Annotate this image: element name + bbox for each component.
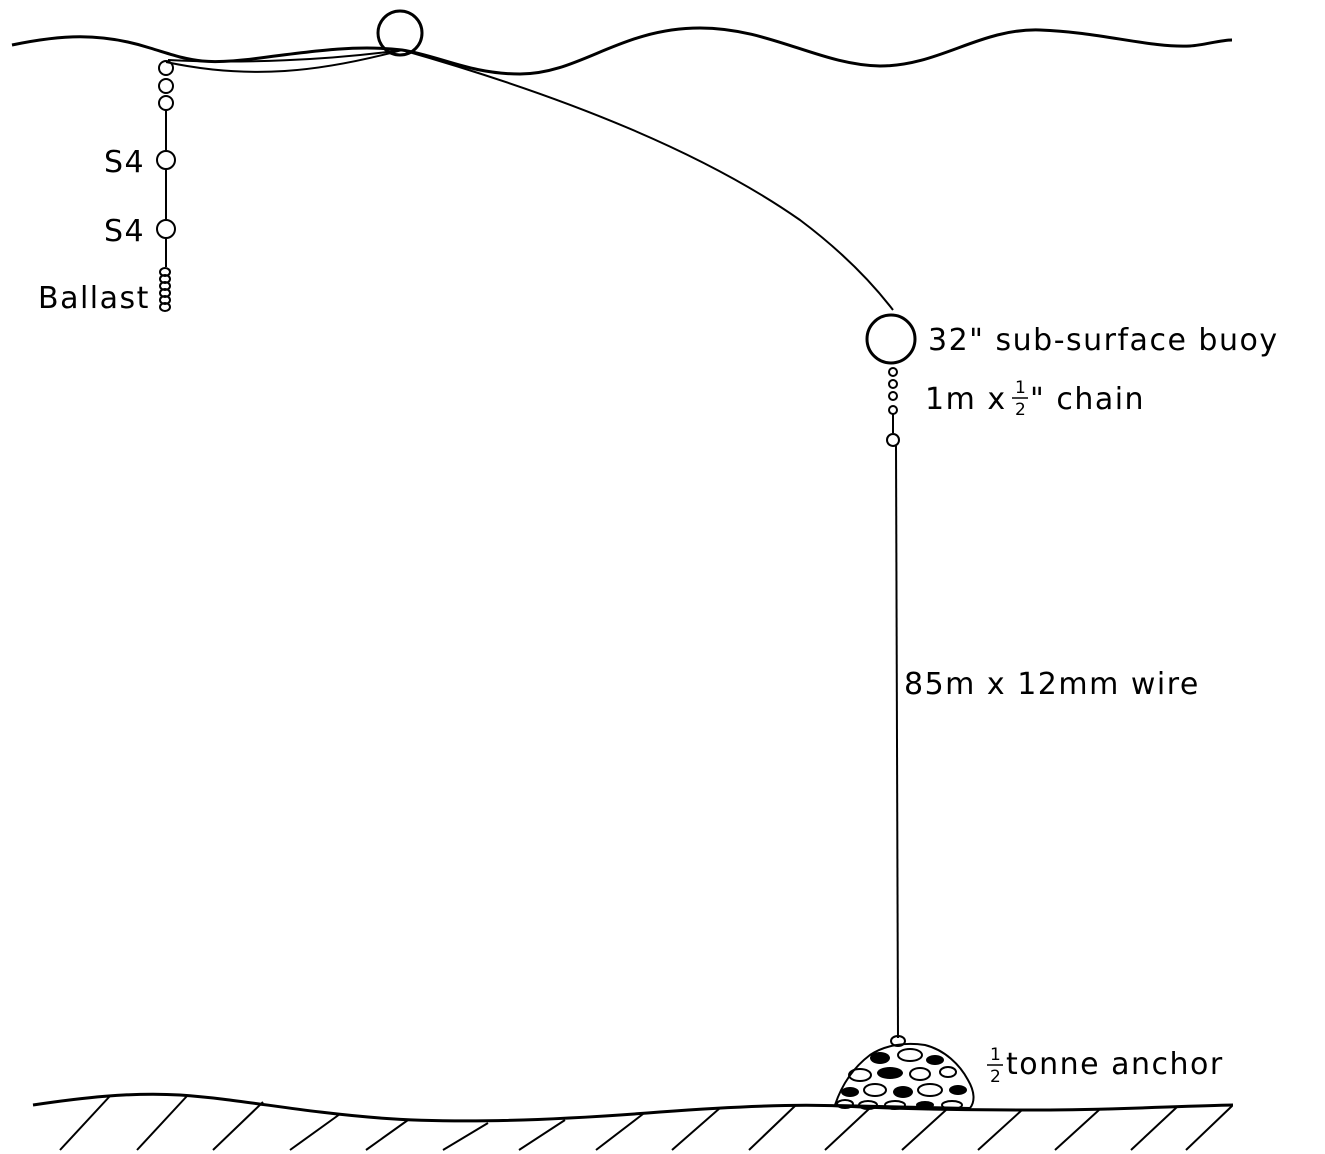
label-wire: 85m x 12mm wire bbox=[904, 667, 1200, 702]
instrument-string bbox=[156, 60, 176, 312]
sea-bed bbox=[32, 1092, 1234, 1123]
surface-tether bbox=[165, 49, 403, 73]
main-tether bbox=[401, 49, 894, 311]
svg-text:2: 2 bbox=[1015, 400, 1026, 420]
subsurface-buoy bbox=[865, 313, 917, 365]
svg-text:1: 1 bbox=[1015, 378, 1026, 398]
svg-text:" chain: " chain bbox=[1030, 382, 1145, 417]
chain bbox=[886, 367, 900, 447]
surface-tether-upper bbox=[167, 49, 403, 63]
sea-bed-hatching bbox=[59, 1095, 1233, 1151]
svg-text:2: 2 bbox=[990, 1067, 1001, 1087]
label-buoy: 32" sub-surface buoy bbox=[928, 323, 1279, 358]
label-anchor: 1 2 tonne anchor bbox=[987, 1045, 1224, 1087]
surface-float bbox=[376, 9, 424, 57]
ballast-weights bbox=[159, 267, 171, 312]
label-ballast: Ballast bbox=[38, 281, 150, 316]
svg-text:1: 1 bbox=[990, 1045, 1001, 1065]
label-s4-upper: S4 bbox=[104, 145, 145, 180]
label-s4-lower: S4 bbox=[104, 214, 145, 249]
s4-meter-lower bbox=[156, 219, 176, 239]
s4-meter-upper bbox=[156, 150, 176, 170]
svg-text:tonne anchor: tonne anchor bbox=[1006, 1047, 1224, 1082]
mooring-wire bbox=[895, 445, 899, 1039]
label-chain: 1m x 1 2 " chain bbox=[925, 378, 1145, 420]
svg-text:1m x: 1m x bbox=[925, 382, 1007, 417]
anchor bbox=[833, 1035, 975, 1110]
